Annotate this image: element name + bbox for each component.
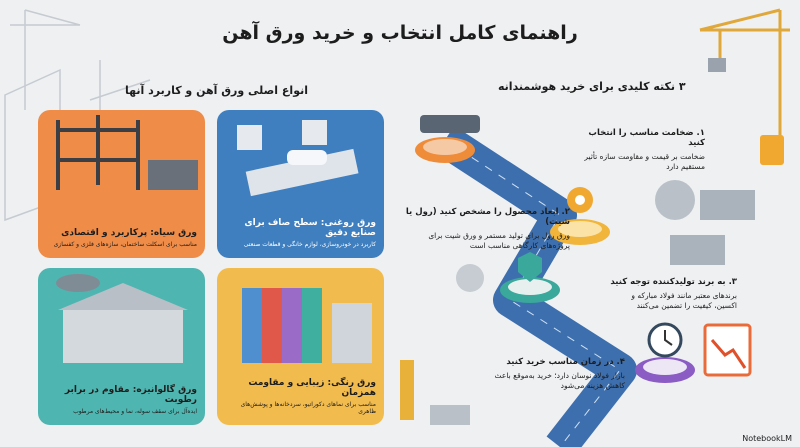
badge-icon — [456, 264, 484, 292]
card-black-sheet: ورق سیاه: پرکاربرد و اقتصادی مناسب برای ا… — [38, 110, 205, 258]
card-title: ورق گالوانیزه: مقاوم در برابر رطوبت — [64, 385, 197, 405]
car-conveyor-icon — [237, 120, 359, 197]
left-section-heading: انواع اصلی ورق آهن و کاربرد آنها — [125, 84, 308, 97]
steel-coil-icon — [655, 180, 695, 220]
step-1: ۱. ضخامت مناسب را انتخاب کنید ضخامت بر قی… — [570, 128, 705, 172]
crane-icon — [699, 8, 790, 140]
step-desc: ورق رول برای تولید مستمر و ورق شیت برای … — [428, 231, 570, 251]
card-desc: مناسب برای نماهای دکوراتیو، سردخانه‌ها و… — [240, 401, 376, 415]
steel-load-icon — [708, 58, 726, 72]
step-title: ۳. به برند تولیدکننده توجه کنید — [610, 277, 737, 287]
road-path — [435, 125, 637, 447]
page-title: راهنمای کامل انتخاب و خرید ورق آهن — [222, 22, 578, 44]
card-galvanized-sheet: ورق گالوانیزه: مقاوم در برابر رطوبت ایده‌… — [38, 268, 205, 425]
calendar-chart-icon — [703, 323, 752, 377]
shield-check-icon — [518, 252, 542, 282]
micrometer-icon — [420, 115, 480, 133]
right-section-heading: ۳ نکته کلیدی برای خرید هوشمندانه — [498, 80, 686, 93]
card-oiled-sheet: ورق روغنی: سطح صاف برای صنایع دقیق کاربرد… — [217, 110, 384, 258]
card-title: ورق روغنی: سطح صاف برای صنایع دقیق — [244, 218, 376, 238]
steel-frame-icon — [56, 115, 198, 190]
robotic-arm-icon — [400, 360, 414, 420]
card-colored-sheet: ورق رنگی: زیبایی و مقاومت همزمان مناسب بر… — [217, 268, 384, 425]
forklift-icon — [760, 135, 784, 165]
step-desc: برندهای معتبر مانند فولاد مبارکه و اکسین… — [631, 291, 737, 311]
step-title: ۲. ابعاد محصول را مشخص کنید (رول یا شیت) — [405, 207, 570, 227]
card-title: ورق رنگی: زیبایی و مقاومت همزمان — [248, 378, 376, 398]
card-desc: ایده‌آل برای سقف سوله، نما و محیط‌های مر… — [73, 408, 197, 415]
step-title: ۴. در زمان مناسب خرید کنید — [506, 357, 625, 367]
step-title: ۱. ضخامت مناسب را انتخاب کنید — [588, 128, 705, 148]
steel-sheets-icon — [700, 190, 755, 220]
card-desc: کاربرد در خودروسازی، لوازم خانگی و قطعات… — [243, 241, 376, 248]
step-2: ۲. ابعاد محصول را مشخص کنید (رول یا شیت)… — [400, 207, 570, 251]
colorful-building-icon — [242, 288, 372, 363]
step-desc: ضخامت بر قیمت و مقاومت سازه تأثیر مستقیم… — [584, 152, 705, 172]
warehouse-rain-icon — [56, 274, 188, 363]
step-4: ۴. در زمان مناسب خرید کنید بازار فولاد نو… — [475, 357, 625, 391]
step-3: ۳. به برند تولیدکننده توجه کنید برندهای م… — [610, 277, 737, 311]
step-desc: بازار فولاد نوسان دارد؛ خرید به‌موقع باع… — [494, 371, 625, 391]
card-title: ورق سیاه: پرکاربرد و اقتصادی — [61, 228, 197, 238]
card-desc: مناسب برای اسکلت ساختمان، سازه‌های فلزی … — [53, 241, 197, 248]
notebooklm-watermark: NotebookLM — [742, 434, 792, 443]
